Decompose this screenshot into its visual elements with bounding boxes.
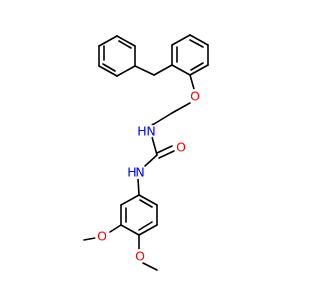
methoxy-oxygen-4: O bbox=[133, 249, 147, 264]
svg-text:H: H bbox=[127, 165, 136, 180]
phenoxy-ring bbox=[171, 34, 209, 76]
svg-text:N: N bbox=[146, 124, 155, 139]
benzyl-phenyl-ring bbox=[98, 35, 136, 77]
dimethoxyphenyl-ring bbox=[120, 194, 158, 236]
urea-nitrogen-lower: H N bbox=[127, 163, 145, 180]
methylene-bond-b bbox=[153, 64, 173, 76]
methylene-bond-a bbox=[134, 65, 155, 76]
molecule-diagram: O H N O H N O O bbox=[83, 34, 209, 271]
ethyl-bond bbox=[153, 112, 173, 125]
aryl-oxygen-bond bbox=[189, 74, 195, 90]
nitrogen-aryl-bond bbox=[137, 178, 140, 196]
svg-text:O: O bbox=[97, 229, 107, 244]
svg-text:N: N bbox=[135, 165, 144, 180]
carbonyl-nitrogen-bond bbox=[144, 154, 158, 167]
ring-methoxy3-bond bbox=[109, 224, 122, 233]
methoxy-oxygen-3: O bbox=[95, 229, 109, 244]
carbonyl-double-bond-a bbox=[156, 145, 173, 154]
carbonyl-double-bond-b bbox=[158, 150, 175, 159]
svg-text:O: O bbox=[190, 89, 200, 104]
svg-text:O: O bbox=[176, 140, 186, 155]
nitrogen-carbonyl-bond bbox=[151, 136, 158, 156]
carbonyl-oxygen-atom: O bbox=[174, 140, 188, 155]
methoxy4-methyl-bond bbox=[142, 262, 158, 271]
urea-nitrogen-upper: H N bbox=[137, 123, 156, 139]
methoxy3-methyl-bond bbox=[83, 237, 96, 241]
svg-text:O: O bbox=[135, 249, 145, 264]
structure-drawing: O H N O H N O O bbox=[83, 34, 209, 271]
oxygen-ch2-bond bbox=[171, 102, 191, 114]
svg-text:H: H bbox=[137, 124, 146, 139]
ether-oxygen-atom: O bbox=[188, 89, 202, 104]
